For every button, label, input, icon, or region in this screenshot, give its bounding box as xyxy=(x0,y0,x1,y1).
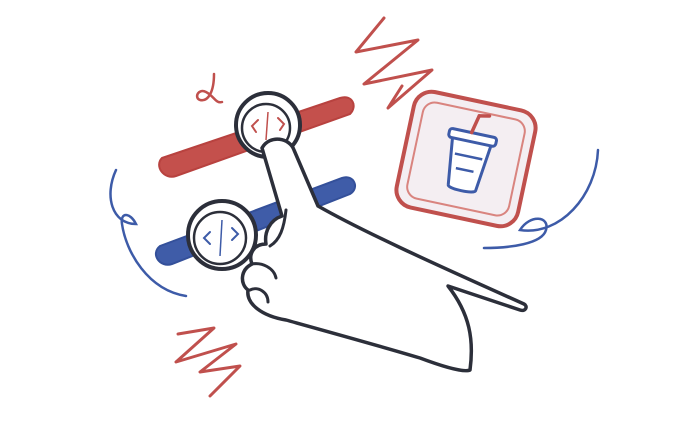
drink-cup-icon xyxy=(446,114,498,194)
blue-slider-knob-icon[interactable] xyxy=(186,199,258,271)
blue-swirl-right-icon xyxy=(482,148,600,250)
blue-swirl-left-icon xyxy=(109,168,188,298)
drink-card[interactable] xyxy=(393,88,539,229)
zigzag-scribble-bottom-icon xyxy=(174,326,242,398)
pointing-hand-icon xyxy=(240,137,528,373)
red-swirl-icon xyxy=(195,72,224,104)
zigzag-scribble-top-icon xyxy=(354,16,434,110)
red-slider[interactable] xyxy=(158,91,355,178)
